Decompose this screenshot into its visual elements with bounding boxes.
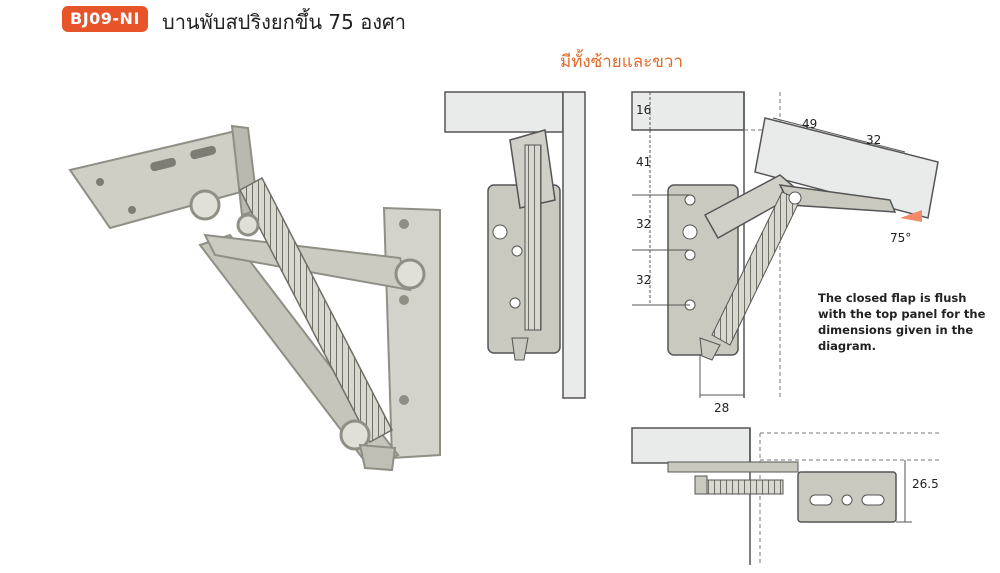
hinge-product-illustration	[68, 124, 441, 472]
side-view-open-diagram	[631, 91, 939, 398]
dim-32-lower: 32	[636, 273, 651, 287]
dimension-lines	[632, 91, 906, 398]
product-title: บานพับสปริงยกขึ้น 75 องศา	[162, 10, 406, 34]
dim-26-5: 26.5	[912, 477, 939, 491]
model-code-badge: BJ09-NI	[62, 6, 148, 32]
flush-flap-note: The closed flap is flush with the top pa…	[818, 291, 986, 353]
top-view-diagram	[631, 427, 940, 565]
dim-angle: 75°	[890, 231, 911, 245]
side-view-closed-diagram	[444, 91, 586, 399]
dim-49: 49	[802, 117, 817, 131]
dim-16: 16	[636, 103, 651, 117]
left-right-available-label: มีทั้งซ้ายและขวา	[560, 52, 683, 72]
dim-32-flap: 32	[866, 133, 881, 147]
dim-41: 41	[636, 155, 651, 169]
dim-32-upper: 32	[636, 217, 651, 231]
angle-arrow-icon	[900, 210, 922, 222]
dim-28: 28	[714, 401, 729, 415]
